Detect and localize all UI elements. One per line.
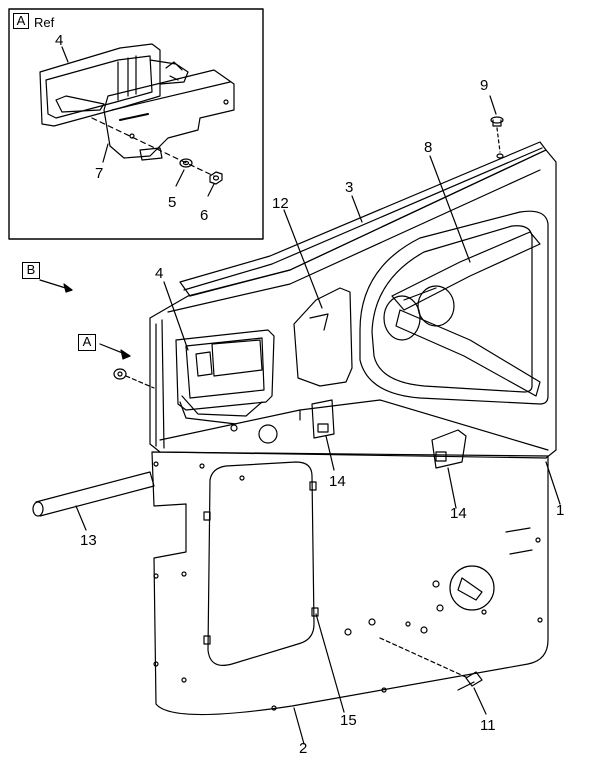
nut-6-detail [209,171,223,185]
callout-6: 6 [200,207,209,224]
callout-1: 1 [556,502,565,519]
callout-11: 11 [480,717,496,734]
callout-8: 8 [424,139,433,156]
push-pin-9 [490,116,504,127]
callout-14-right: 14 [450,505,467,522]
view-b-box-letter: B [22,262,40,279]
view-a-box-letter: A [78,334,96,351]
bolt-11 [457,671,483,691]
callout-7: 7 [95,165,104,182]
push-pin-left [113,368,127,380]
detail-a-box-letter: A [13,13,29,29]
door-inner-panel [151,451,549,716]
callout-9: 9 [480,77,489,94]
nut-5-detail [179,158,193,168]
callout-12: 12 [272,195,289,212]
callout-15: 15 [340,712,357,729]
callout-5: 5 [168,194,177,211]
callout-2: 2 [299,740,308,757]
callout-4-detail: 4 [55,32,64,49]
callout-14-left: 14 [329,473,346,490]
callout-3: 3 [345,179,354,196]
detail-a-frame [8,8,264,240]
ref-label: Ref [34,15,55,30]
callout-4-main: 4 [155,265,164,282]
handle-assembly-detail [39,43,235,161]
rod-13 [32,471,155,517]
door-trim-panel [149,141,557,469]
callout-13: 13 [80,532,97,549]
